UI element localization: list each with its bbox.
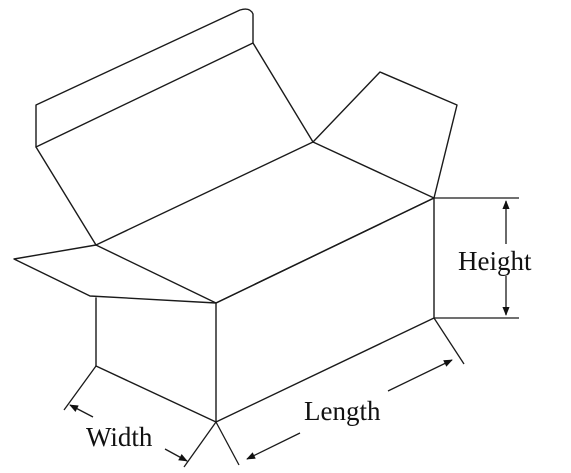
left-end-flap [13,244,217,304]
height-label: Height [458,246,532,276]
height-dimension [434,197,519,319]
left-face [95,297,217,423]
length-label: Length [304,396,381,426]
front-face [215,197,435,423]
width-label: Width [86,422,153,452]
back-flap [35,8,314,246]
length-dimension [215,317,465,466]
width-dimension [63,365,217,468]
right-end-flap [312,71,458,199]
